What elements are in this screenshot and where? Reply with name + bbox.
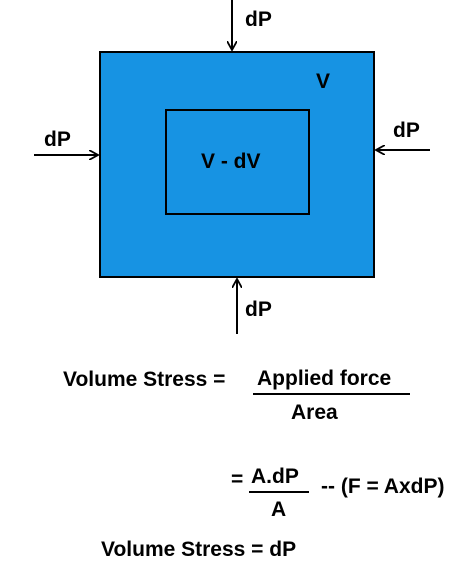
fraction2-denominator: A: [271, 498, 287, 521]
fraction2-equals: =: [231, 468, 244, 491]
label-dp-top: dP: [245, 8, 272, 31]
fraction1-bar: [253, 393, 410, 395]
label-dp-bottom: dP: [245, 298, 272, 321]
force-definition-note: -- (F = AxdP): [321, 475, 445, 498]
label-outer-volume: V: [316, 70, 331, 93]
fraction2-bar: [249, 491, 309, 493]
label-dp-left: dP: [44, 128, 71, 151]
diagram-graphic: [34, 0, 430, 334]
volume-stress-result: Volume Stress = dP: [101, 538, 297, 561]
inner-volume-box: [165, 109, 310, 215]
volume-stress-lhs: Volume Stress =: [63, 368, 226, 391]
label-dp-right: dP: [393, 119, 420, 142]
volume-stress-diagram: dP V dP dP V - dV dP: [34, 0, 430, 334]
fraction2-numerator: A.dP: [251, 465, 299, 488]
label-inner-volume: V - dV: [201, 150, 261, 173]
fraction1-denominator: Area: [291, 401, 338, 424]
fraction1-numerator: Applied force: [257, 367, 392, 390]
